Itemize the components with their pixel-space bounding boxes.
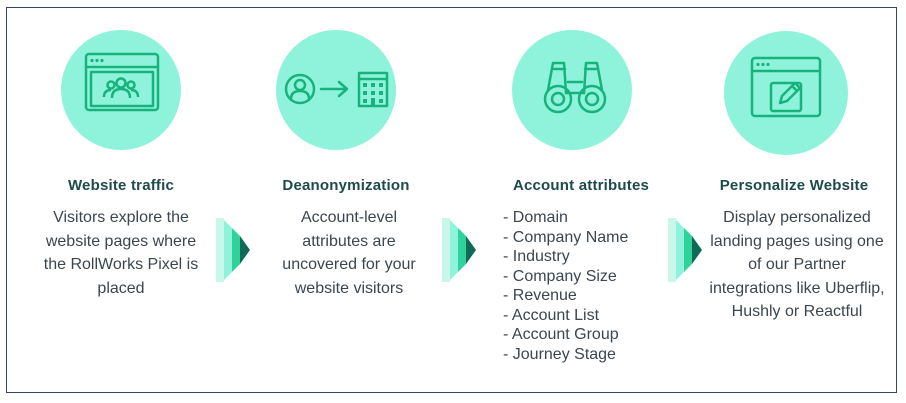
step-1-circle [61,30,181,150]
list-item: - Domain [503,209,568,226]
step-4-circle [724,31,848,155]
step-4-title: Personalize Website [719,177,869,194]
step-2-title: Deanonymization [282,177,410,194]
list-item: - Company Size [503,267,617,285]
list-item: - Journey Stage [503,345,616,363]
user-to-building-icon [284,71,389,108]
list-item: - Account List [503,306,600,324]
account-attributes-list: - Domain - Company Name - Industry - Com… [503,208,628,364]
chevron-right-icon [442,218,476,282]
list-item: - Account Group [503,326,619,343]
step-3-title: Account attributes [512,177,650,194]
list-item: - Revenue [503,287,577,304]
step-1-title: Website traffic [67,177,175,194]
step-4-description: Display personalized landing pages using… [709,209,885,320]
chevron-right-icon [216,218,250,282]
step-3-circle [512,30,632,150]
chevron-right-icon [668,218,702,282]
list-item: - Industry [503,248,570,265]
browser-edit-icon [750,56,822,118]
list-item: - Company Name [503,228,629,246]
binoculars-icon [543,61,607,114]
step-2-circle [276,30,396,150]
step-1-description: Visitors explore the website pages where… [43,209,199,297]
browser-users-icon [84,52,160,112]
step-2-description: Account-level attributes are uncovered f… [282,209,416,297]
